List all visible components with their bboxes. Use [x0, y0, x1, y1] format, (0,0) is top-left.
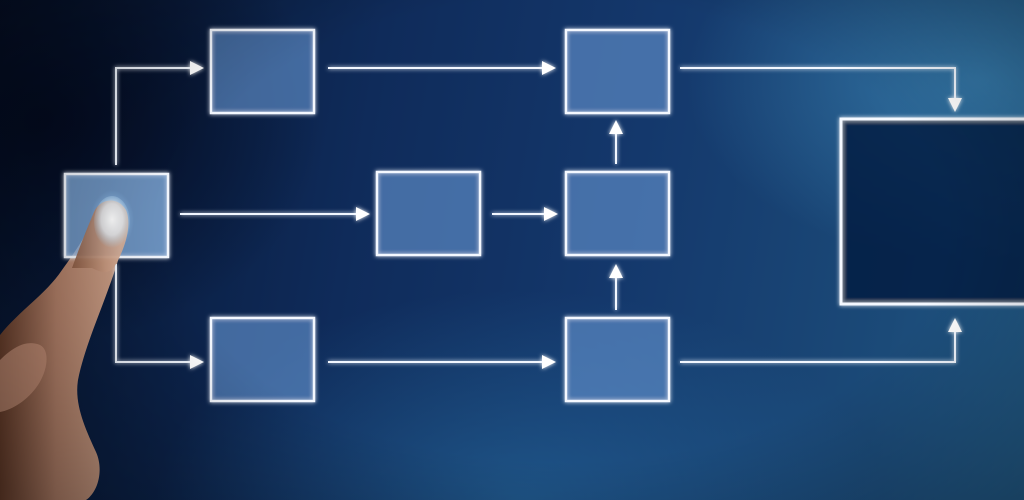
node-bottom-2[interactable]: [564, 316, 671, 403]
node-bottom-1[interactable]: [209, 316, 316, 403]
arrowhead-icon: [948, 318, 962, 332]
arrowhead-icon: [190, 61, 204, 75]
node-end[interactable]: [839, 117, 1024, 306]
node-middle-2[interactable]: [564, 170, 671, 257]
arrowhead-icon: [542, 355, 556, 369]
node-top-1[interactable]: [209, 28, 316, 115]
connector-start-to-top-1: [115, 67, 192, 165]
arrowhead-icon: [609, 120, 623, 134]
arrowhead-icon: [544, 207, 558, 221]
arrowhead-icon: [356, 207, 370, 221]
connector-bottom-2-to-end: [680, 330, 956, 363]
connector-top-2-to-end: [680, 67, 956, 100]
arrowhead-icon: [948, 98, 962, 112]
arrowhead-icon: [609, 264, 623, 278]
node-middle-1[interactable]: [375, 170, 482, 257]
connector-start-to-bottom-1: [115, 264, 192, 363]
arrowhead-icon: [190, 355, 204, 369]
node-top-2[interactable]: [564, 28, 671, 115]
arrowhead-icon: [542, 61, 556, 75]
